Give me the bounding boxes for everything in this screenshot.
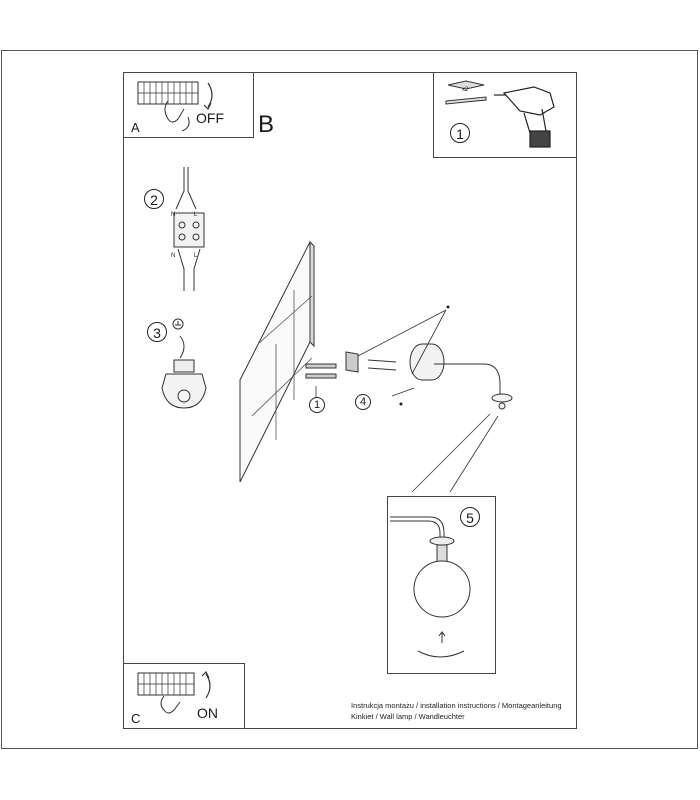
panel-a-action: OFF bbox=[196, 110, 224, 126]
wall-anchor-icon bbox=[445, 80, 487, 105]
panel-a-power-off: A OFF bbox=[123, 72, 254, 138]
step-1-wall-number: 1 bbox=[309, 397, 325, 413]
instruction-footer: Instrukcja montażu / installation instru… bbox=[351, 700, 562, 722]
fuse-box-off-icon bbox=[137, 81, 213, 132]
panel-c-action: ON bbox=[197, 705, 218, 721]
panel-a-letter: A bbox=[131, 120, 140, 135]
wire-label-l-bottom: L bbox=[194, 253, 198, 259]
panel-b-letter: B bbox=[258, 111, 275, 138]
wire-label-n-top: N bbox=[171, 212, 176, 218]
wire-label-l-top: L bbox=[194, 212, 198, 218]
panel-c-letter: C bbox=[131, 711, 141, 726]
outer-frame bbox=[1, 50, 698, 749]
hardware-count: x2 bbox=[462, 87, 469, 93]
wall-mounting-diagram bbox=[239, 240, 513, 493]
step-4-number: 4 bbox=[355, 394, 371, 410]
step-3-number: 3 bbox=[147, 322, 167, 342]
bulb-install-icon bbox=[390, 516, 471, 658]
step-1-number: 1 bbox=[450, 123, 470, 143]
panel-c-power-on: C ON bbox=[123, 663, 245, 729]
instruction-sheet bbox=[123, 72, 577, 729]
wire-label-n-bottom: N bbox=[171, 253, 176, 259]
step-5-bulb-detail: 5 bbox=[387, 496, 496, 674]
step-5-number: 5 bbox=[460, 507, 480, 527]
drill-icon bbox=[494, 86, 555, 148]
step-1-tools-panel: x2 1 bbox=[433, 72, 577, 158]
lamp-canopy-icon bbox=[409, 343, 513, 410]
step-2-number: 2 bbox=[144, 189, 164, 209]
ground-terminal-icon bbox=[161, 318, 207, 409]
footer-title: Instrukcja montażu / installation instru… bbox=[351, 701, 562, 710]
terminal-block-icon bbox=[173, 167, 205, 291]
footer-subtitle: Kinkiet / Wall lamp / Wandleuchter bbox=[351, 712, 465, 721]
screws-icon bbox=[305, 351, 397, 379]
fuse-box-on-icon bbox=[137, 670, 211, 714]
